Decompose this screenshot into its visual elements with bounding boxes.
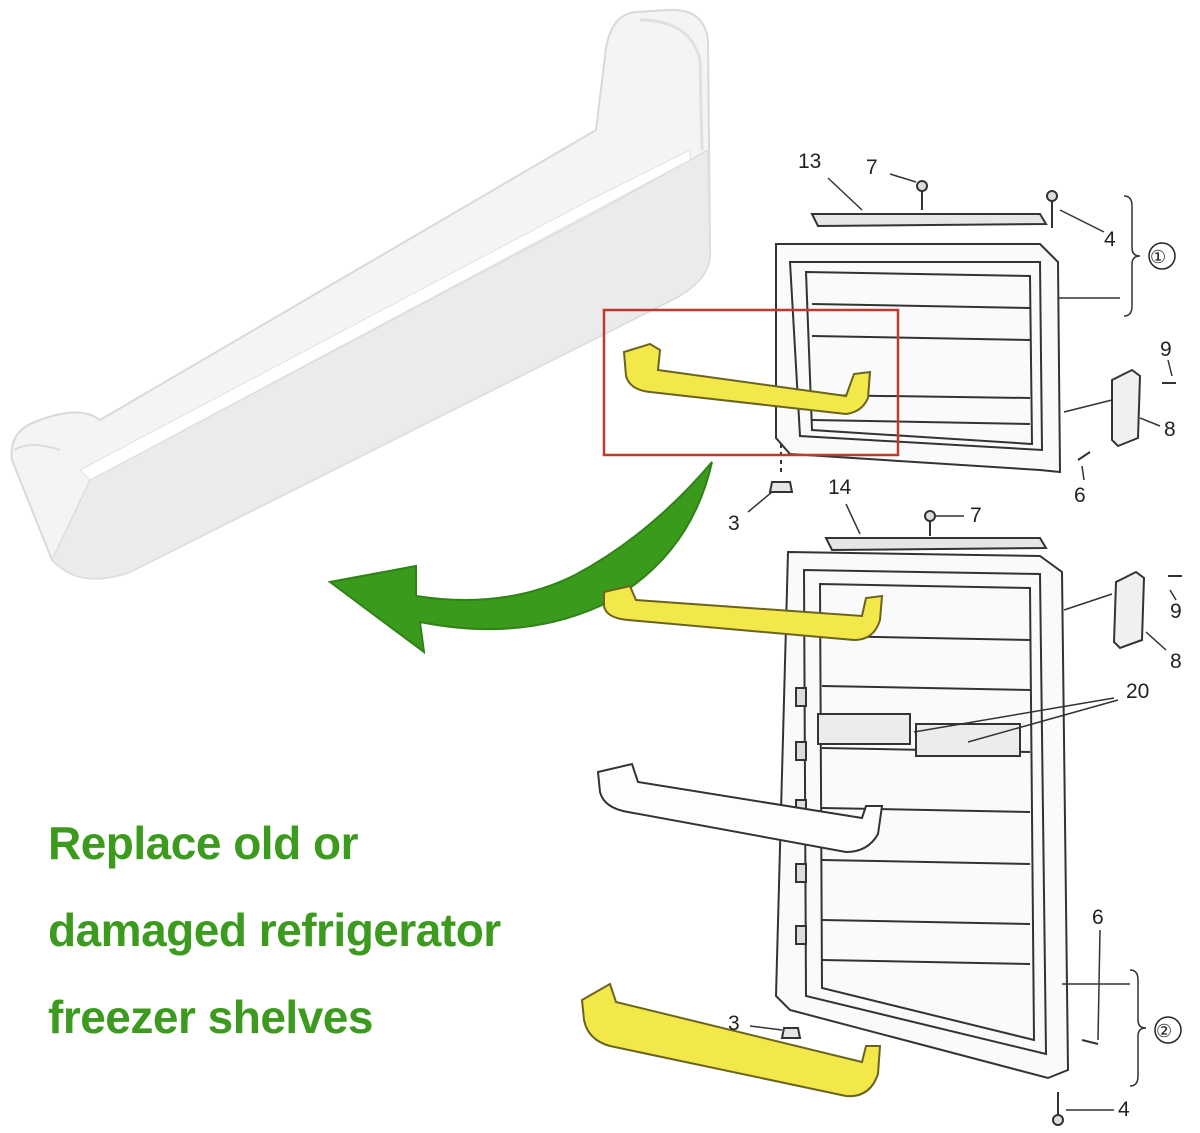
callout-box <box>602 308 900 457</box>
label-20: 20 <box>1126 680 1149 703</box>
freezer-door-bin-highlight <box>622 342 872 416</box>
label-4-top: 4 <box>1104 228 1116 251</box>
fridge-door-upper-bin-highlight <box>603 584 884 642</box>
svg-text:②: ② <box>1156 1021 1172 1041</box>
fridge-door-assembly <box>774 510 1182 1126</box>
leader-lines <box>747 173 1177 1111</box>
fridge-door-middle-bin <box>596 762 884 854</box>
green-curved-arrow-icon <box>327 461 713 655</box>
headline: Replace old or damaged refrigerator free… <box>48 800 608 1061</box>
label-7-mid: 7 <box>970 504 982 527</box>
fridge-door-bottom-bin-highlight <box>580 982 882 1098</box>
freezer-door-assembly <box>768 180 1176 493</box>
label-8-top: 8 <box>1164 418 1176 441</box>
label-6-top: 6 <box>1074 484 1086 507</box>
label-6-bottom: 6 <box>1092 906 1104 929</box>
label-9-top: 9 <box>1160 338 1172 361</box>
svg-text:①: ① <box>1150 247 1166 267</box>
headline-line-1: Replace old or <box>48 817 358 869</box>
headline-line-2: damaged refrigerator <box>48 904 501 956</box>
label-3-bottom: 3 <box>728 1012 740 1035</box>
label-9-mid: 9 <box>1170 600 1182 623</box>
product-shelf-bin <box>10 8 712 580</box>
label-8-mid: 8 <box>1170 650 1182 673</box>
headline-line-3: freezer shelves <box>48 991 373 1043</box>
label-7-top: 7 <box>866 156 878 179</box>
assembly-marker-1: ① <box>1148 242 1176 270</box>
label-4-bottom: 4 <box>1118 1098 1130 1121</box>
part-labels: 13 7 4 9 8 6 3 14 7 9 8 20 6 3 4 <box>728 150 1182 1121</box>
assembly-marker-2: ② <box>1154 1016 1182 1044</box>
label-13: 13 <box>798 150 821 173</box>
label-3-top: 3 <box>728 512 740 535</box>
label-14: 14 <box>828 476 852 499</box>
